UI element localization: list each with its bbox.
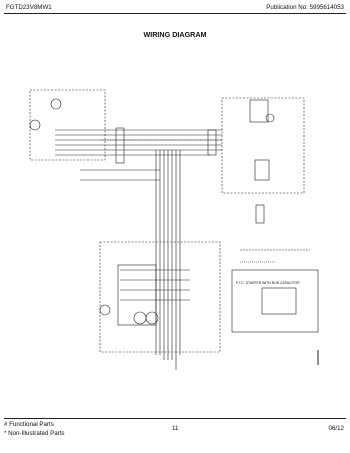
ptc-inset-box <box>231 269 319 333</box>
model-number: FGTD23V8MW1 <box>6 4 52 11</box>
ptc-caption: P.T.C. STARTER WITH RUN CAPACITOR <box>236 281 300 285</box>
functional-parts-note: # Functional Parts <box>4 421 54 428</box>
right-component-block <box>249 99 269 123</box>
footer-rule <box>4 418 346 419</box>
fan-motor-symbol <box>50 98 62 110</box>
compressor-section <box>117 264 157 326</box>
control-box-upper-left <box>29 89 106 161</box>
publication-number: Publication No: 5995614053 <box>266 4 344 11</box>
compressor-box <box>99 241 221 353</box>
control-box-upper-right <box>221 97 305 194</box>
non-illustrated-note: * Non-Illustrated Parts <box>4 430 65 437</box>
revision-date: 06/12 <box>328 425 344 432</box>
lower-motor-symbol <box>99 304 111 316</box>
header-rule <box>4 13 346 14</box>
right-plug <box>255 204 265 224</box>
right-connector <box>207 129 217 156</box>
page-title: WIRING DIAGRAM <box>143 30 207 39</box>
light-symbol <box>29 119 41 131</box>
compressor-symbol-2 <box>145 311 159 325</box>
center-connector <box>115 127 125 164</box>
page-number: 11 <box>172 425 179 432</box>
ptc-starter-block <box>261 287 297 315</box>
compressor-symbol <box>133 311 147 325</box>
right-motor-symbol <box>265 113 275 123</box>
right-lower-block <box>254 159 270 181</box>
